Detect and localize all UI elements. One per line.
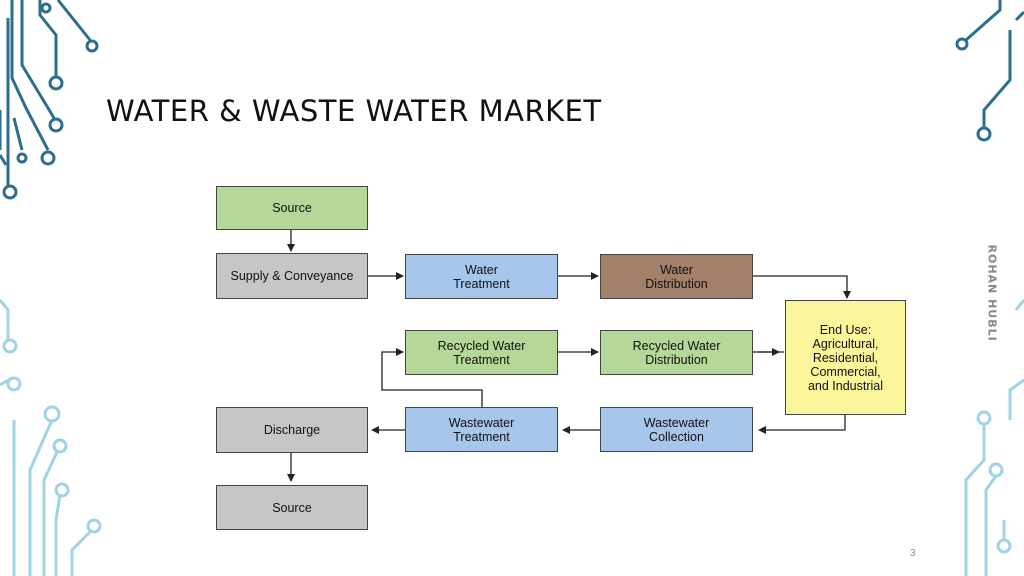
node-water-distribution: Water Distribution: [600, 254, 753, 299]
node-wastewater-collection: Wastewater Collection: [600, 407, 753, 452]
node-source-top: Source: [216, 186, 368, 230]
arrow-wastewater-to-recycled: [381, 348, 483, 407]
node-wastewater-treatment: Wastewater Treatment: [405, 407, 558, 452]
node-recycled-water-treatment: Recycled Water Treatment: [405, 330, 558, 375]
node-supply-conveyance: Supply & Conveyance: [216, 253, 368, 299]
arrow-enduse-to-collection: [758, 415, 846, 434]
slide-title: WATER & WASTE WATER MARKET: [106, 94, 602, 128]
node-end-use: End Use: Agricultural, Residential, Comm…: [785, 300, 906, 415]
node-water-treatment: Water Treatment: [405, 254, 558, 299]
node-source-bottom: Source: [216, 485, 368, 530]
node-recycled-water-distribution: Recycled Water Distribution: [600, 330, 753, 375]
arrow-distribution-to-enduse: [753, 275, 851, 299]
node-discharge: Discharge: [216, 407, 368, 453]
page-number: 3: [910, 548, 916, 559]
